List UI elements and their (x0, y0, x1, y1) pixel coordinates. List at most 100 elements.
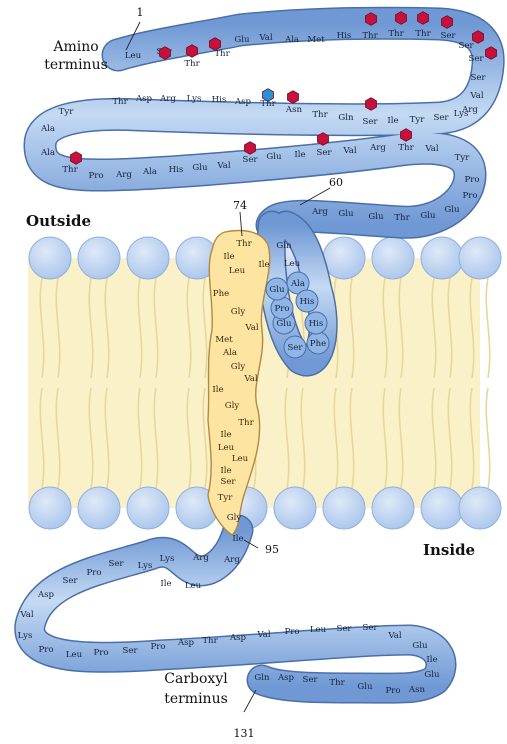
intracellular-residue: Val (256, 630, 271, 640)
residue-number-74: 74 (233, 199, 247, 212)
lipid-tail (447, 387, 453, 489)
lipid-tail (300, 387, 306, 489)
lipid-tail (39, 387, 45, 489)
helix-residue: Gly (231, 362, 246, 372)
extracellular-residue: Thr (394, 213, 410, 223)
circled-residue-disc (304, 311, 328, 335)
helix-residue: Ala (222, 348, 237, 358)
intracellular-residue: Glu (424, 670, 440, 680)
residue-number-1: 1 (137, 6, 144, 19)
residue-60-leader (299, 187, 331, 206)
lipid-tail (137, 387, 143, 489)
extracellular-residue: Leu (125, 51, 142, 61)
hairpin-residue: Leu (284, 259, 301, 269)
outside-label: Outside (26, 212, 91, 230)
extracellular-residue: Val (424, 144, 439, 154)
intracellular-residue: Leu (310, 625, 327, 635)
intracellular-residue: Ser (122, 646, 138, 656)
lipid-tail (202, 387, 208, 489)
amino-terminus-label-line2: terminus (44, 57, 108, 73)
intracellular-residue: Ser (62, 576, 78, 586)
extracellular-residue: Ser (440, 31, 456, 41)
extracellular-residue: Ile (387, 116, 398, 126)
extracellular-residue: Ser (470, 73, 486, 83)
intracellular-residue: Gly (227, 513, 242, 523)
lipid-tail (431, 387, 437, 489)
intracellular-residue: Pro (150, 642, 165, 652)
extracellular-residue: Ser (433, 113, 449, 123)
hairpin-residue: Gln (276, 241, 292, 251)
extracellular-residue: Asp (135, 94, 153, 104)
extracellular-residue: Thr (415, 29, 431, 39)
lipid-tail (349, 277, 355, 379)
helix-residue: Gly (231, 307, 246, 317)
red-hexagon-oligosaccharide-icon (287, 90, 299, 104)
extracellular-residue: Ser (362, 117, 378, 127)
extracellular-residue: Arg (369, 143, 386, 153)
extracellular-residue: Glu (192, 163, 208, 173)
extracellular-residue: Thr (388, 29, 404, 39)
lipid-tail (153, 387, 159, 489)
lipid-head-inner (458, 486, 502, 530)
lipid-head-outer (77, 236, 121, 280)
extracellular-residue: Tyr (410, 115, 426, 125)
extracellular-residue: Val (216, 161, 231, 171)
intracellular-residue: Lys (138, 561, 153, 571)
extracellular-residue: Arg (461, 105, 478, 115)
intracellular-residue: Arg (192, 553, 209, 563)
helix-residue: Leu (218, 443, 235, 453)
extracellular-residue: Lys (454, 109, 469, 119)
lipid-tail (485, 277, 491, 379)
hairpin-residue: Phe (310, 339, 326, 349)
intracellular-residue: Thr (329, 678, 345, 688)
lipid-head-inner (371, 486, 415, 530)
intracellular-residue: Asp (37, 590, 55, 600)
intracellular-residue: Pro (38, 645, 53, 655)
extracellular-residue: Arg (159, 94, 176, 104)
intracellular-residue: Arg (223, 555, 240, 565)
extracellular-residue: Ser (242, 155, 258, 165)
lipid-tail (202, 277, 208, 379)
intracellular-residue: Val (19, 610, 34, 620)
intracellular-residue: Glu (357, 682, 373, 692)
helix-residue: Ile (223, 252, 234, 262)
intracellular-residue: Ser (108, 559, 124, 569)
lipid-tail (153, 277, 159, 379)
red-hexagon-oligosaccharide-icon (186, 44, 198, 58)
red-hexagon-oligosaccharide-icon (209, 37, 221, 51)
helix-residue: Met (215, 335, 233, 345)
helix-residue: Ile (220, 466, 231, 476)
intracellular-residue: Lys (18, 631, 33, 641)
red-hexagon-oligosaccharide-icon (400, 128, 412, 142)
extracellular-residue: Pro (462, 191, 477, 201)
circled-residue-disc (265, 277, 289, 301)
red-hexagon-oligosaccharide-icon (395, 11, 407, 25)
extracellular-residue: Thr (312, 110, 328, 120)
extracellular-residue: Glu (368, 212, 384, 222)
extracellular-residue: Thr (398, 143, 414, 153)
helix-residue: Val (244, 323, 259, 333)
residue-1-leader (125, 21, 141, 51)
carboxyl-terminus-label-line2: terminus (164, 691, 228, 707)
extracellular-residue: Glu (234, 35, 250, 45)
extracellular-residue: His (337, 31, 352, 41)
helix-residue: Leu (232, 454, 249, 464)
red-hexagon-oligosaccharide-icon (317, 132, 329, 146)
red-hexagon-oligosaccharide-icon (417, 11, 429, 25)
helix-residue: Ser (220, 477, 236, 487)
carboxyl-terminus-label: Carboxyl (164, 671, 228, 687)
extracellular-residue: Asp (234, 97, 252, 107)
extracellular-residue: Thr (184, 59, 200, 69)
extracellular-residue: Ala (40, 148, 55, 158)
extracellular-residue: Ser (316, 148, 332, 158)
intracellular-residue: Pro (86, 568, 101, 578)
residue-74-leader (239, 211, 243, 237)
extracellular-residue: Glu (444, 205, 460, 215)
extracellular-residue: Thr (362, 31, 378, 41)
lipid-head-outer (28, 236, 72, 280)
helix-residue: Thr (238, 418, 254, 428)
lipid-tail (55, 387, 61, 489)
lipid-tail (104, 277, 110, 379)
intracellular-residue: Pro (93, 648, 108, 658)
lipid-tail (137, 277, 143, 379)
